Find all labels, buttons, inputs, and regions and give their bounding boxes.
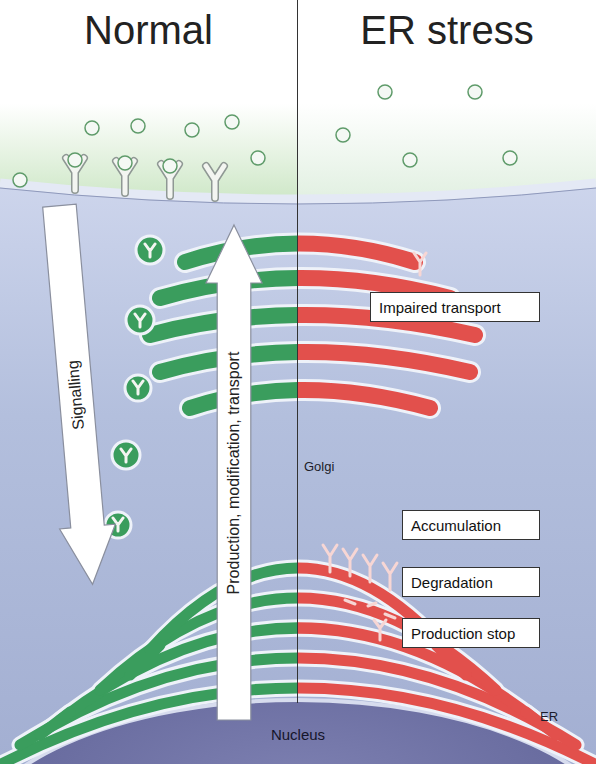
panel-heading: Normal	[0, 8, 297, 52]
stressed-organelles	[298, 244, 596, 764]
arrow-shape	[32, 203, 121, 586]
organelle-label: Nucleus	[238, 727, 358, 744]
normal-organelles	[0, 244, 298, 764]
callout-box: Accumulation	[402, 510, 540, 540]
vesicles	[105, 236, 164, 538]
panel-divider	[297, 0, 298, 703]
organelle-label: ER	[540, 710, 580, 724]
callout-box: Degradation	[402, 567, 540, 597]
receptors	[66, 158, 224, 198]
callout-box: Impaired transport	[370, 292, 540, 322]
arrow-shape	[206, 225, 262, 720]
callout-text: Degradation	[411, 574, 493, 591]
arrow-label: Production, modification, transport	[225, 351, 243, 594]
callout-box: Production stop	[402, 618, 540, 648]
panel-heading: ER stress	[298, 8, 596, 52]
signalling-arrow: Signalling	[32, 203, 121, 586]
transport-arrow: Production, modification, transport	[206, 225, 262, 720]
ligands	[13, 85, 517, 187]
callout-text: Production stop	[411, 625, 515, 642]
organelle-label: Golgi	[304, 460, 364, 474]
callout-text: Impaired transport	[379, 299, 501, 316]
callout-text: Accumulation	[411, 517, 501, 534]
